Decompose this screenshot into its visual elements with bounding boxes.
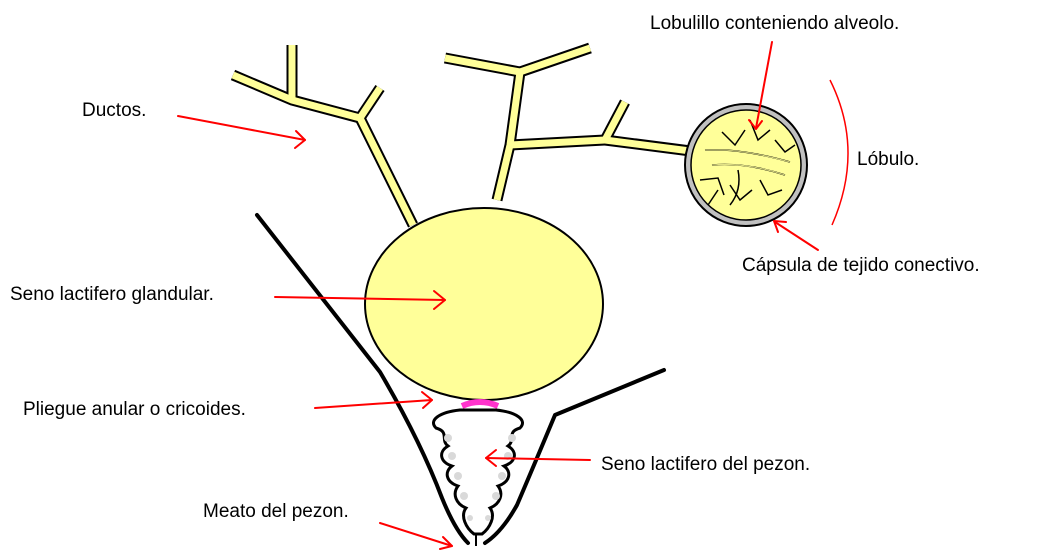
arrow-ductos (178, 116, 305, 148)
label-meato: Meato del pezon. (203, 502, 349, 521)
annular-fold (462, 402, 498, 406)
label-lobulillo: Lobulillo conteniendo alveolo. (650, 14, 899, 33)
label-pliegue: Pliegue anular o cricoides. (23, 400, 246, 419)
label-seno-pezon: Seno lactifero del pezon. (601, 455, 810, 474)
lobule-interior (691, 110, 801, 220)
glandular-cistern (365, 208, 603, 400)
arrow-pliegue (315, 392, 432, 408)
arrow-meato (380, 523, 452, 549)
lobule (685, 104, 807, 226)
label-lobulo: Lóbulo. (857, 150, 919, 169)
arrow-capsula (774, 221, 818, 250)
label-seno-glandular: Seno lactifero glandular. (10, 285, 214, 304)
lobulo-bracket (830, 80, 848, 225)
teat-cistern (433, 410, 522, 546)
label-ductos: Ductos. (82, 101, 146, 120)
label-capsula: Cápsula de tejido conectivo. (742, 256, 980, 275)
duct-system (233, 45, 745, 225)
